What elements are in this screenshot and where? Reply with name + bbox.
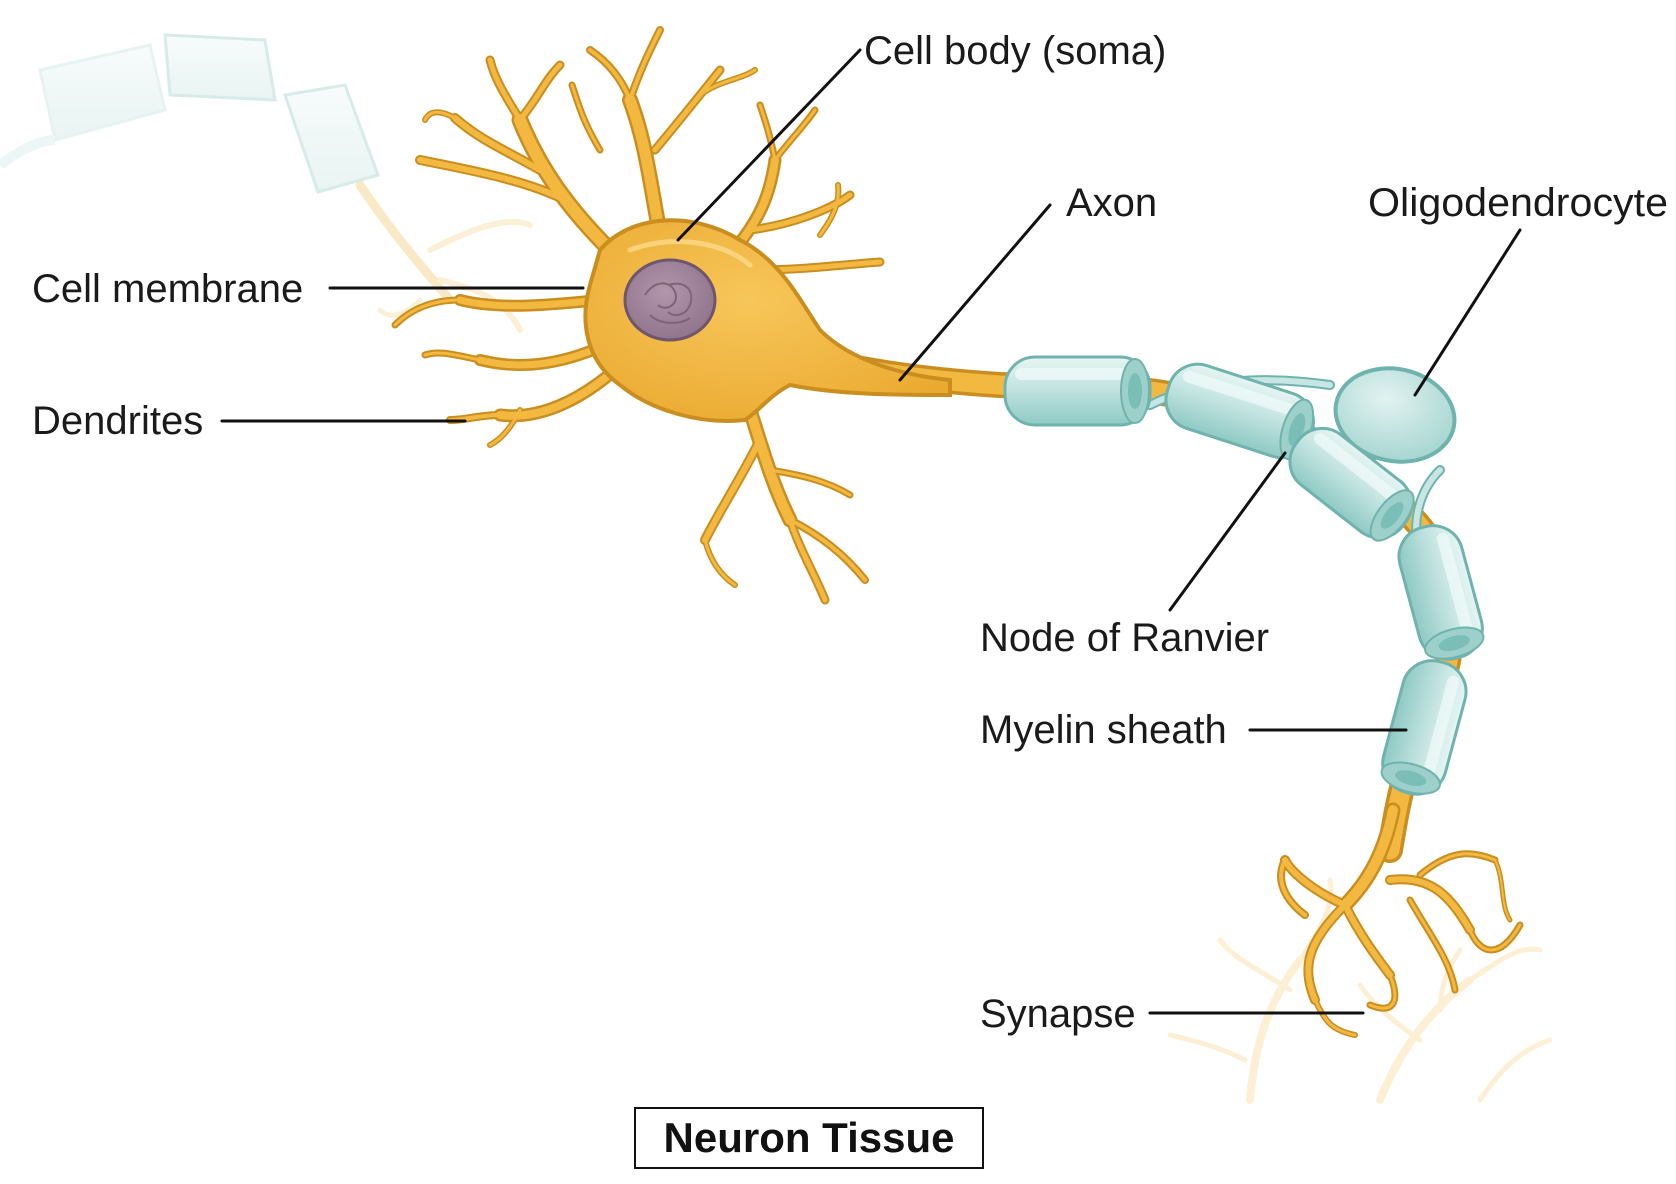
myelin-segment — [1397, 524, 1485, 661]
nucleus — [623, 258, 717, 342]
label-cell-body: Cell body (soma) — [864, 29, 1166, 73]
leader-line-axon — [898, 203, 1052, 382]
faded-background-axon — [0, 33, 533, 333]
label-dendrites: Dendrites — [32, 399, 203, 443]
faded-myelin-segment — [38, 43, 167, 142]
label-node-of-ranvier: Node of Ranvier — [980, 616, 1269, 660]
caption-title: Neuron Tissue — [663, 1114, 955, 1161]
faded-myelin-segment — [283, 83, 380, 194]
axon-terminals — [1277, 802, 1524, 1038]
leader-line-cell-body — [676, 48, 862, 242]
faded-myelin-segment — [163, 33, 277, 102]
myelin-segment — [1380, 659, 1468, 796]
labels: Cell body (soma) Axon Oligodendrocyte Ce… — [32, 29, 1668, 1036]
label-axon: Axon — [1066, 181, 1157, 225]
caption-box: Neuron Tissue — [634, 1107, 984, 1169]
myelin-segment — [1288, 426, 1415, 542]
myelin-sheath-segments — [1003, 355, 1485, 796]
label-myelin-sheath: Myelin sheath — [980, 708, 1227, 752]
leader-line-oligodendrocyte — [1413, 228, 1522, 397]
leader-line-node-of-ranvier — [1168, 451, 1287, 612]
leader-lines — [220, 48, 1522, 1015]
myelin-segment — [1003, 355, 1152, 427]
label-synapse: Synapse — [980, 992, 1136, 1036]
label-oligodendrocyte: Oligodendrocyte — [1368, 181, 1668, 225]
faded-target-dendrites — [1167, 877, 1553, 1104]
label-cell-membrane: Cell membrane — [32, 267, 303, 311]
